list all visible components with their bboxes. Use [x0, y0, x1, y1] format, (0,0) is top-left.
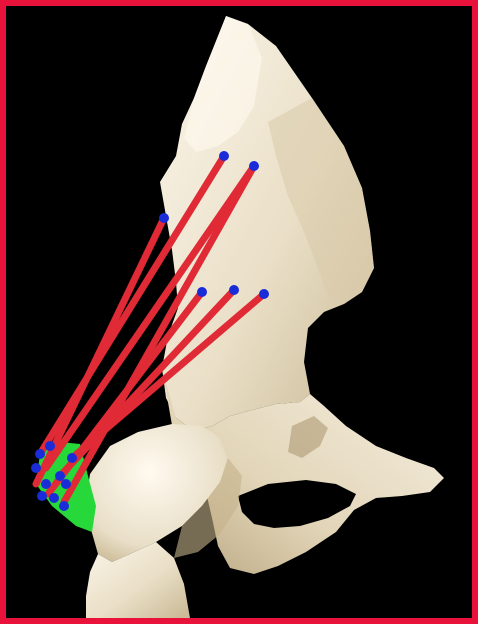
attachment-point	[37, 491, 47, 501]
attachment-point	[41, 479, 51, 489]
attachment-point	[259, 289, 269, 299]
attachment-point	[159, 213, 169, 223]
attachment-point	[229, 285, 239, 295]
attachment-point	[219, 151, 229, 161]
attachment-point	[61, 479, 71, 489]
attachment-point	[49, 493, 59, 503]
attachment-point	[197, 287, 207, 297]
hip-model-render	[6, 6, 472, 618]
attachment-point	[35, 449, 45, 459]
attachment-point	[45, 441, 55, 451]
attachment-point	[31, 463, 41, 473]
attachment-point	[67, 453, 77, 463]
attachment-point	[59, 501, 69, 511]
attachment-point	[249, 161, 259, 171]
attachment-point	[55, 471, 65, 481]
